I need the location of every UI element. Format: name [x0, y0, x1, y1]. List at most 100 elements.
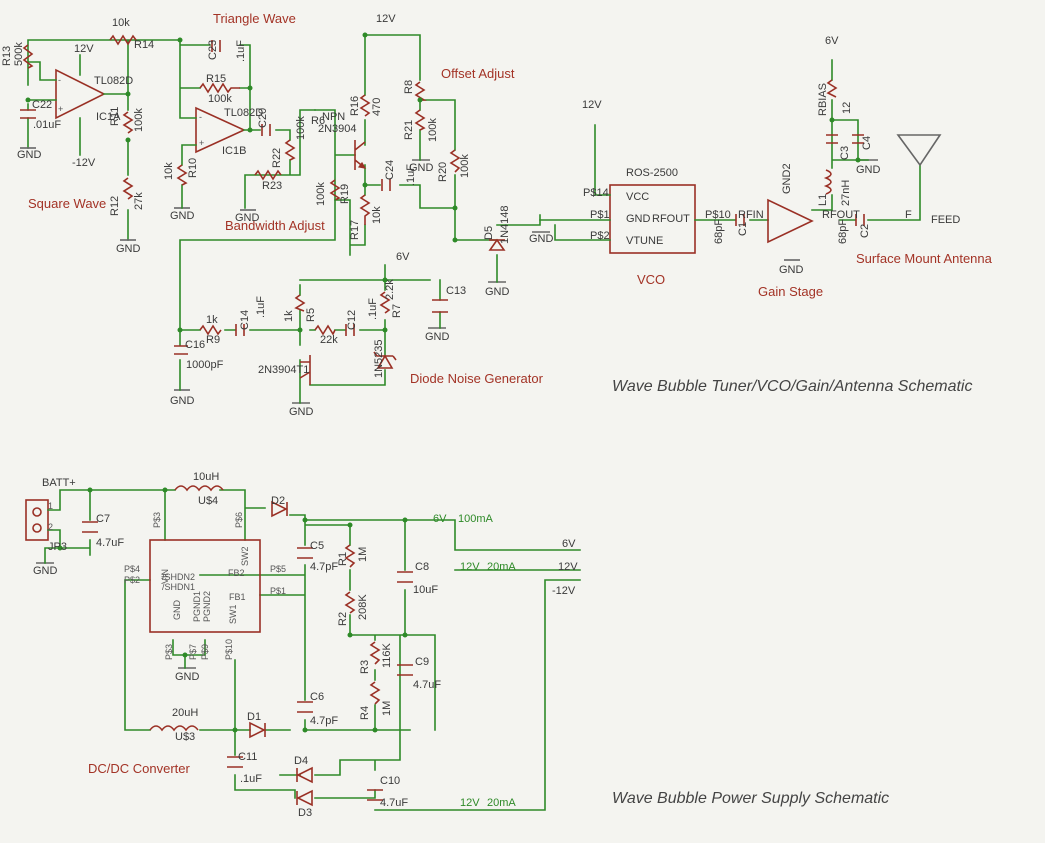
svg-text:GND: GND: [170, 395, 195, 407]
capacitor-c11: [227, 756, 243, 768]
resistor-r10: [176, 164, 188, 186]
svg-text:R2: R2: [337, 612, 349, 626]
label-square-wave: Square Wave: [28, 196, 106, 211]
svg-text:R11: R11: [109, 107, 121, 126]
svg-text:20uH: 20uH: [172, 707, 198, 719]
label-dcdc: DC/DC Converter: [88, 761, 191, 776]
svg-text:C24: C24: [384, 160, 396, 180]
svg-text:27nH: 27nH: [840, 180, 852, 206]
svg-text:+: +: [58, 104, 63, 114]
resistor-r5: [294, 294, 306, 312]
inductor-10uh: [174, 485, 224, 492]
svg-text:.1uF: .1uF: [255, 296, 267, 318]
inductor-l1: [823, 169, 832, 195]
resistor-r2: [344, 591, 356, 614]
svg-text:C3: C3: [839, 146, 851, 160]
svg-text:C16: C16: [185, 339, 205, 351]
svg-text:C1: C1: [737, 222, 749, 236]
svg-text:U$3: U$3: [175, 731, 195, 743]
svg-text:R14: R14: [134, 39, 154, 51]
label-vco: VCO: [637, 272, 665, 287]
op-amp-ic1a: - +: [55, 68, 106, 120]
svg-text:1k: 1k: [283, 310, 295, 322]
svg-text:10uH: 10uH: [193, 471, 219, 483]
svg-text:R1: R1: [337, 552, 349, 566]
resistor-r19: [329, 179, 341, 201]
svg-text:GND: GND: [425, 331, 450, 343]
svg-text:GND: GND: [856, 164, 881, 176]
svg-text:D2: D2: [271, 495, 285, 507]
svg-text:4.7uF: 4.7uF: [413, 679, 441, 691]
svg-text:FB1: FB1: [229, 592, 246, 602]
svg-text:1N4148: 1N4148: [499, 205, 511, 244]
svg-text:R17: R17: [349, 220, 361, 240]
resistor-r6: [314, 324, 336, 336]
svg-text:.1uF: .1uF: [405, 164, 417, 186]
svg-text:PGND2: PGND2: [202, 591, 212, 622]
svg-text:JP3: JP3: [48, 541, 67, 553]
svg-text:10k: 10k: [371, 206, 383, 224]
svg-text:D5: D5: [483, 226, 495, 240]
svg-text:100k: 100k: [208, 93, 232, 105]
op-amp-ic1b: [195, 106, 246, 154]
svg-text:/SHDN1: /SHDN1: [162, 582, 195, 592]
svg-text:C13: C13: [446, 285, 466, 297]
svg-text:2N3904T1: 2N3904T1: [258, 364, 309, 376]
svg-text:C2: C2: [859, 224, 871, 238]
svg-text:PGND1: PGND1: [192, 591, 202, 622]
svg-text:D4: D4: [294, 755, 308, 767]
resistor-r13: [22, 44, 34, 69]
svg-text:IC1A: IC1A: [96, 111, 121, 123]
capacitor-c23: [211, 40, 221, 52]
svg-text:P$5: P$5: [270, 564, 286, 574]
capacitor-c6: [297, 701, 313, 713]
antenna-icon: [896, 134, 942, 167]
diode-d4: [296, 766, 313, 784]
svg-text:-: -: [199, 112, 202, 122]
svg-text:C12: C12: [346, 310, 358, 330]
svg-text:F: F: [905, 209, 912, 221]
resistor-r15: [199, 82, 240, 94]
rail-12v-top: 12V: [376, 13, 396, 25]
svg-text:12V: 12V: [558, 561, 578, 573]
svg-text:-12V: -12V: [552, 585, 576, 597]
svg-text:FEED: FEED: [931, 214, 960, 226]
svg-text:D3: D3: [298, 807, 312, 819]
capacitor-c14: [235, 324, 245, 336]
diode-d5: [488, 238, 506, 251]
svg-text:68pF: 68pF: [713, 219, 725, 244]
svg-text:P$10: P$10: [224, 639, 234, 660]
capacitor-c5: [297, 547, 313, 559]
resistor-rbias: [826, 79, 838, 98]
inductor-20uh: [149, 725, 199, 732]
capacitor-c22: [20, 109, 36, 119]
svg-text:100k: 100k: [459, 154, 471, 178]
capacitor-c1: [735, 214, 745, 226]
svg-text:GND: GND: [409, 162, 434, 174]
svg-text:P$10: P$10: [705, 209, 731, 221]
capacitor-c9: [397, 664, 413, 676]
svg-text:R6: R6: [311, 115, 325, 127]
svg-text:4.7pF: 4.7pF: [310, 715, 338, 727]
svg-text:R21: R21: [403, 120, 415, 140]
svg-text:R20: R20: [437, 162, 449, 182]
svg-text:GND: GND: [779, 264, 804, 276]
svg-text:1M: 1M: [381, 701, 393, 716]
svg-text:C11: C11: [238, 751, 257, 763]
svg-text:27k: 27k: [133, 192, 145, 210]
svg-text:20mA: 20mA: [487, 561, 516, 573]
zener-diode: [373, 351, 397, 369]
svg-text:BATT+: BATT+: [42, 477, 76, 489]
title-power: Wave Bubble Power Supply Schematic: [612, 790, 889, 807]
svg-text:C10: C10: [380, 775, 400, 787]
svg-text:2N3904: 2N3904: [318, 123, 357, 135]
svg-text:1N5235: 1N5235: [373, 339, 385, 378]
svg-text:10k: 10k: [163, 162, 175, 180]
svg-text:.1uF: .1uF: [240, 773, 262, 785]
svg-text:100k: 100k: [427, 118, 439, 142]
svg-text:C7: C7: [96, 513, 110, 525]
label-triangle-wave: Triangle Wave: [213, 11, 296, 26]
svg-text:VIN: VIN: [160, 569, 170, 584]
svg-text:4.7uF: 4.7uF: [380, 797, 408, 809]
